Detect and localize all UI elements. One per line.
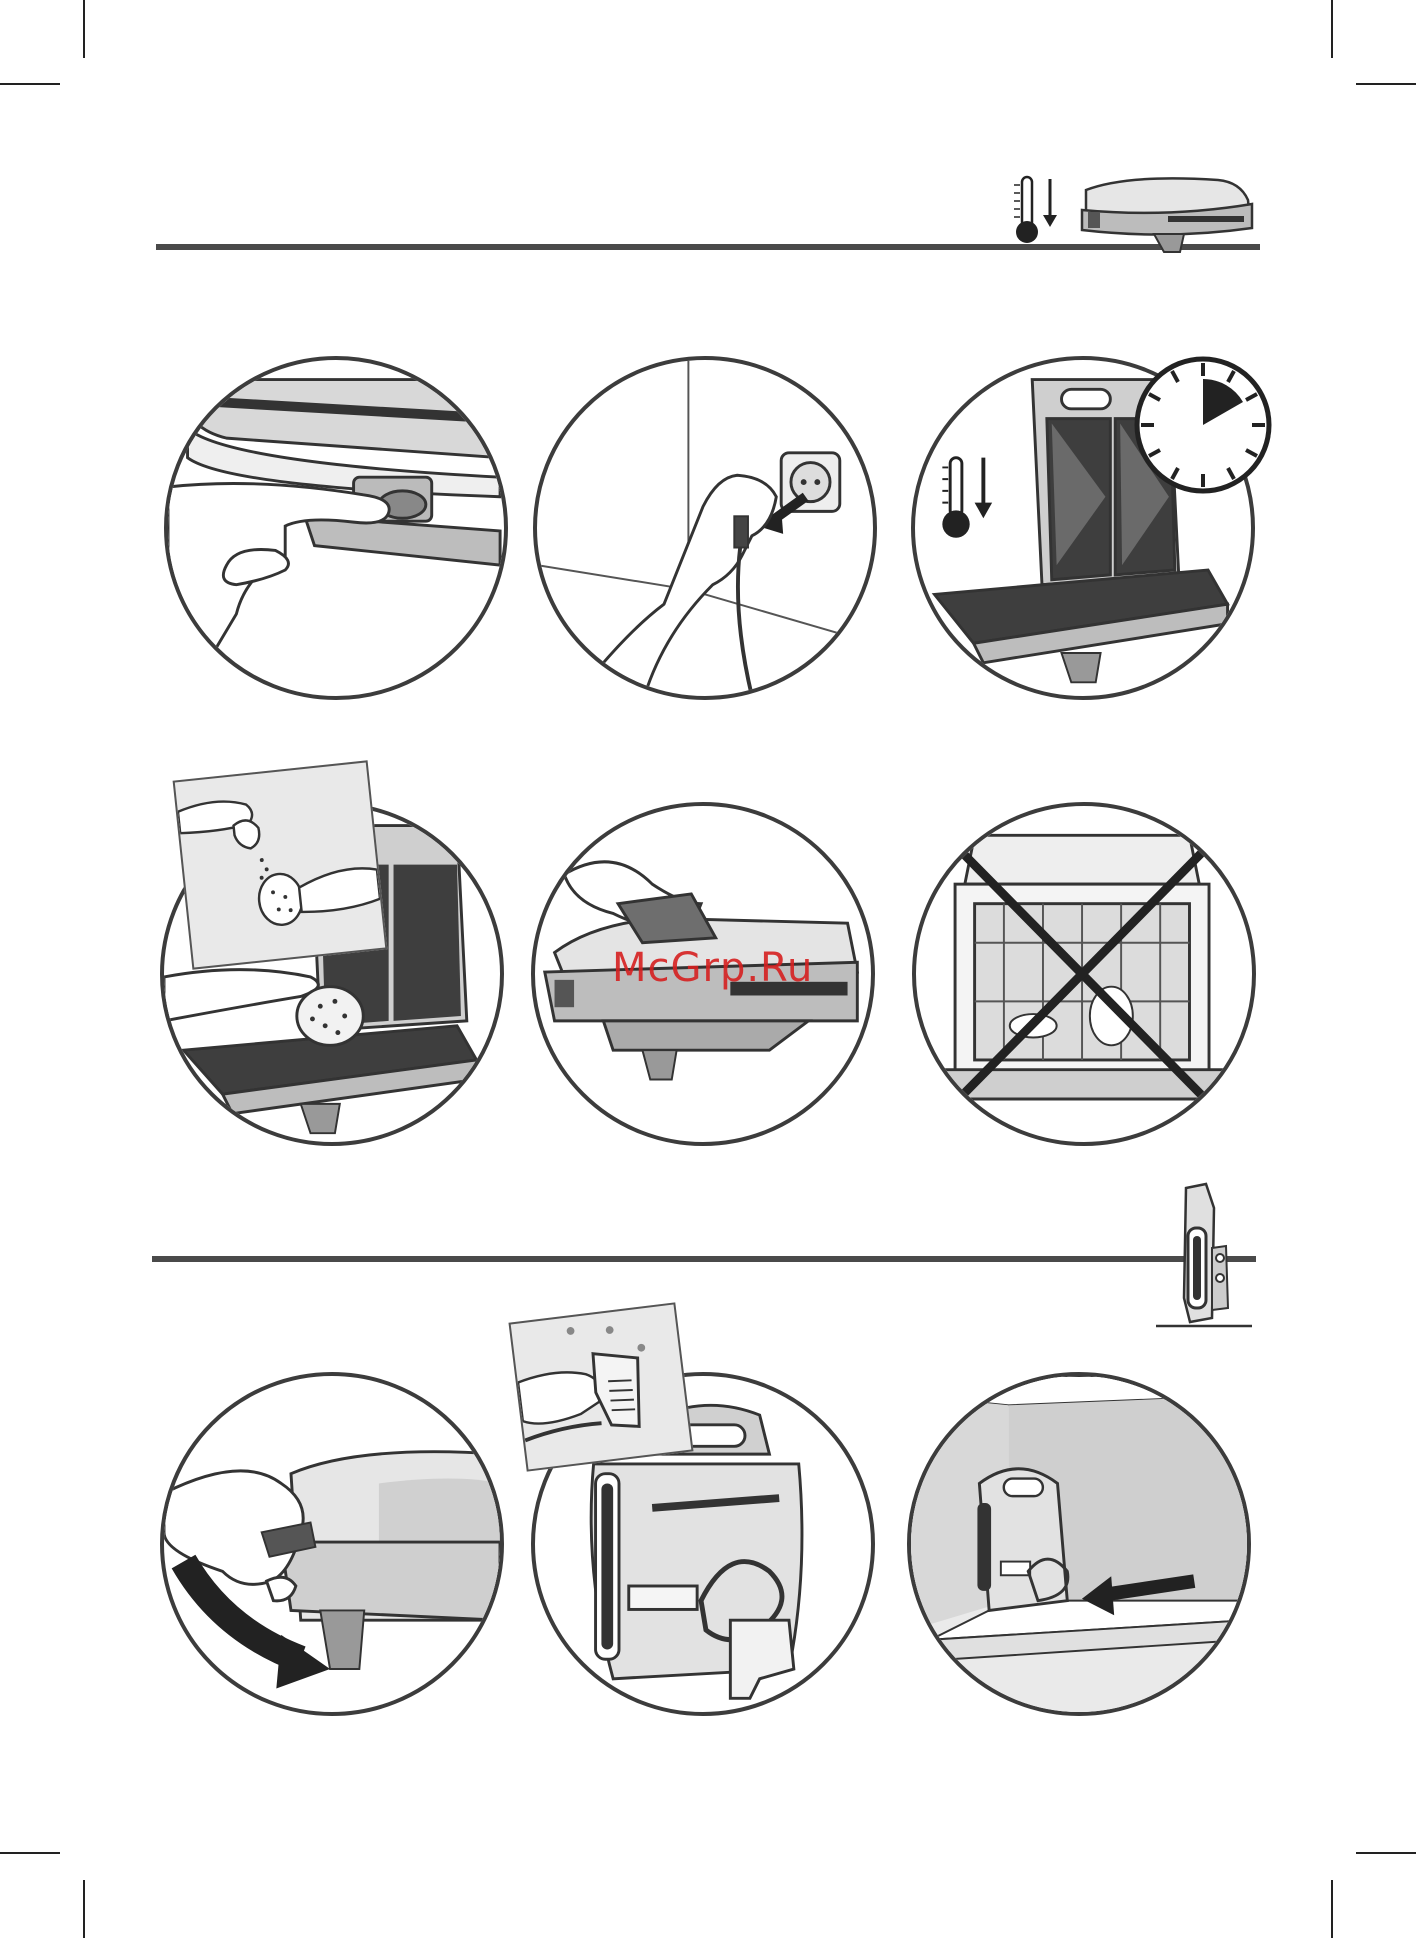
crop-mark (83, 0, 85, 58)
watermark: McGrp.Ru (612, 945, 813, 991)
crop-mark (1331, 0, 1333, 58)
step-lock-handle (160, 1372, 504, 1716)
upright-storage-icon (1156, 1178, 1252, 1330)
crop-mark (0, 83, 60, 85)
step-store-upright-in-cupboard (907, 1372, 1251, 1716)
crop-mark (83, 1880, 85, 1938)
crop-mark (0, 1852, 60, 1854)
section-divider-storage (152, 1256, 1256, 1262)
inset-wet-sponge (173, 760, 388, 969)
step-no-dishwasher (912, 802, 1256, 1146)
crop-mark (1331, 1880, 1333, 1938)
inset-cord-clip (508, 1302, 693, 1471)
crop-mark (1356, 1852, 1416, 1854)
closed-sandwich-maker-icon (1068, 170, 1258, 260)
step-press-unlock-button (164, 356, 508, 700)
step-unplug-from-socket (533, 356, 877, 700)
thermometer-down-icon (1010, 175, 1062, 247)
crop-mark (1356, 83, 1416, 85)
timer-clock-icon (1132, 354, 1274, 496)
